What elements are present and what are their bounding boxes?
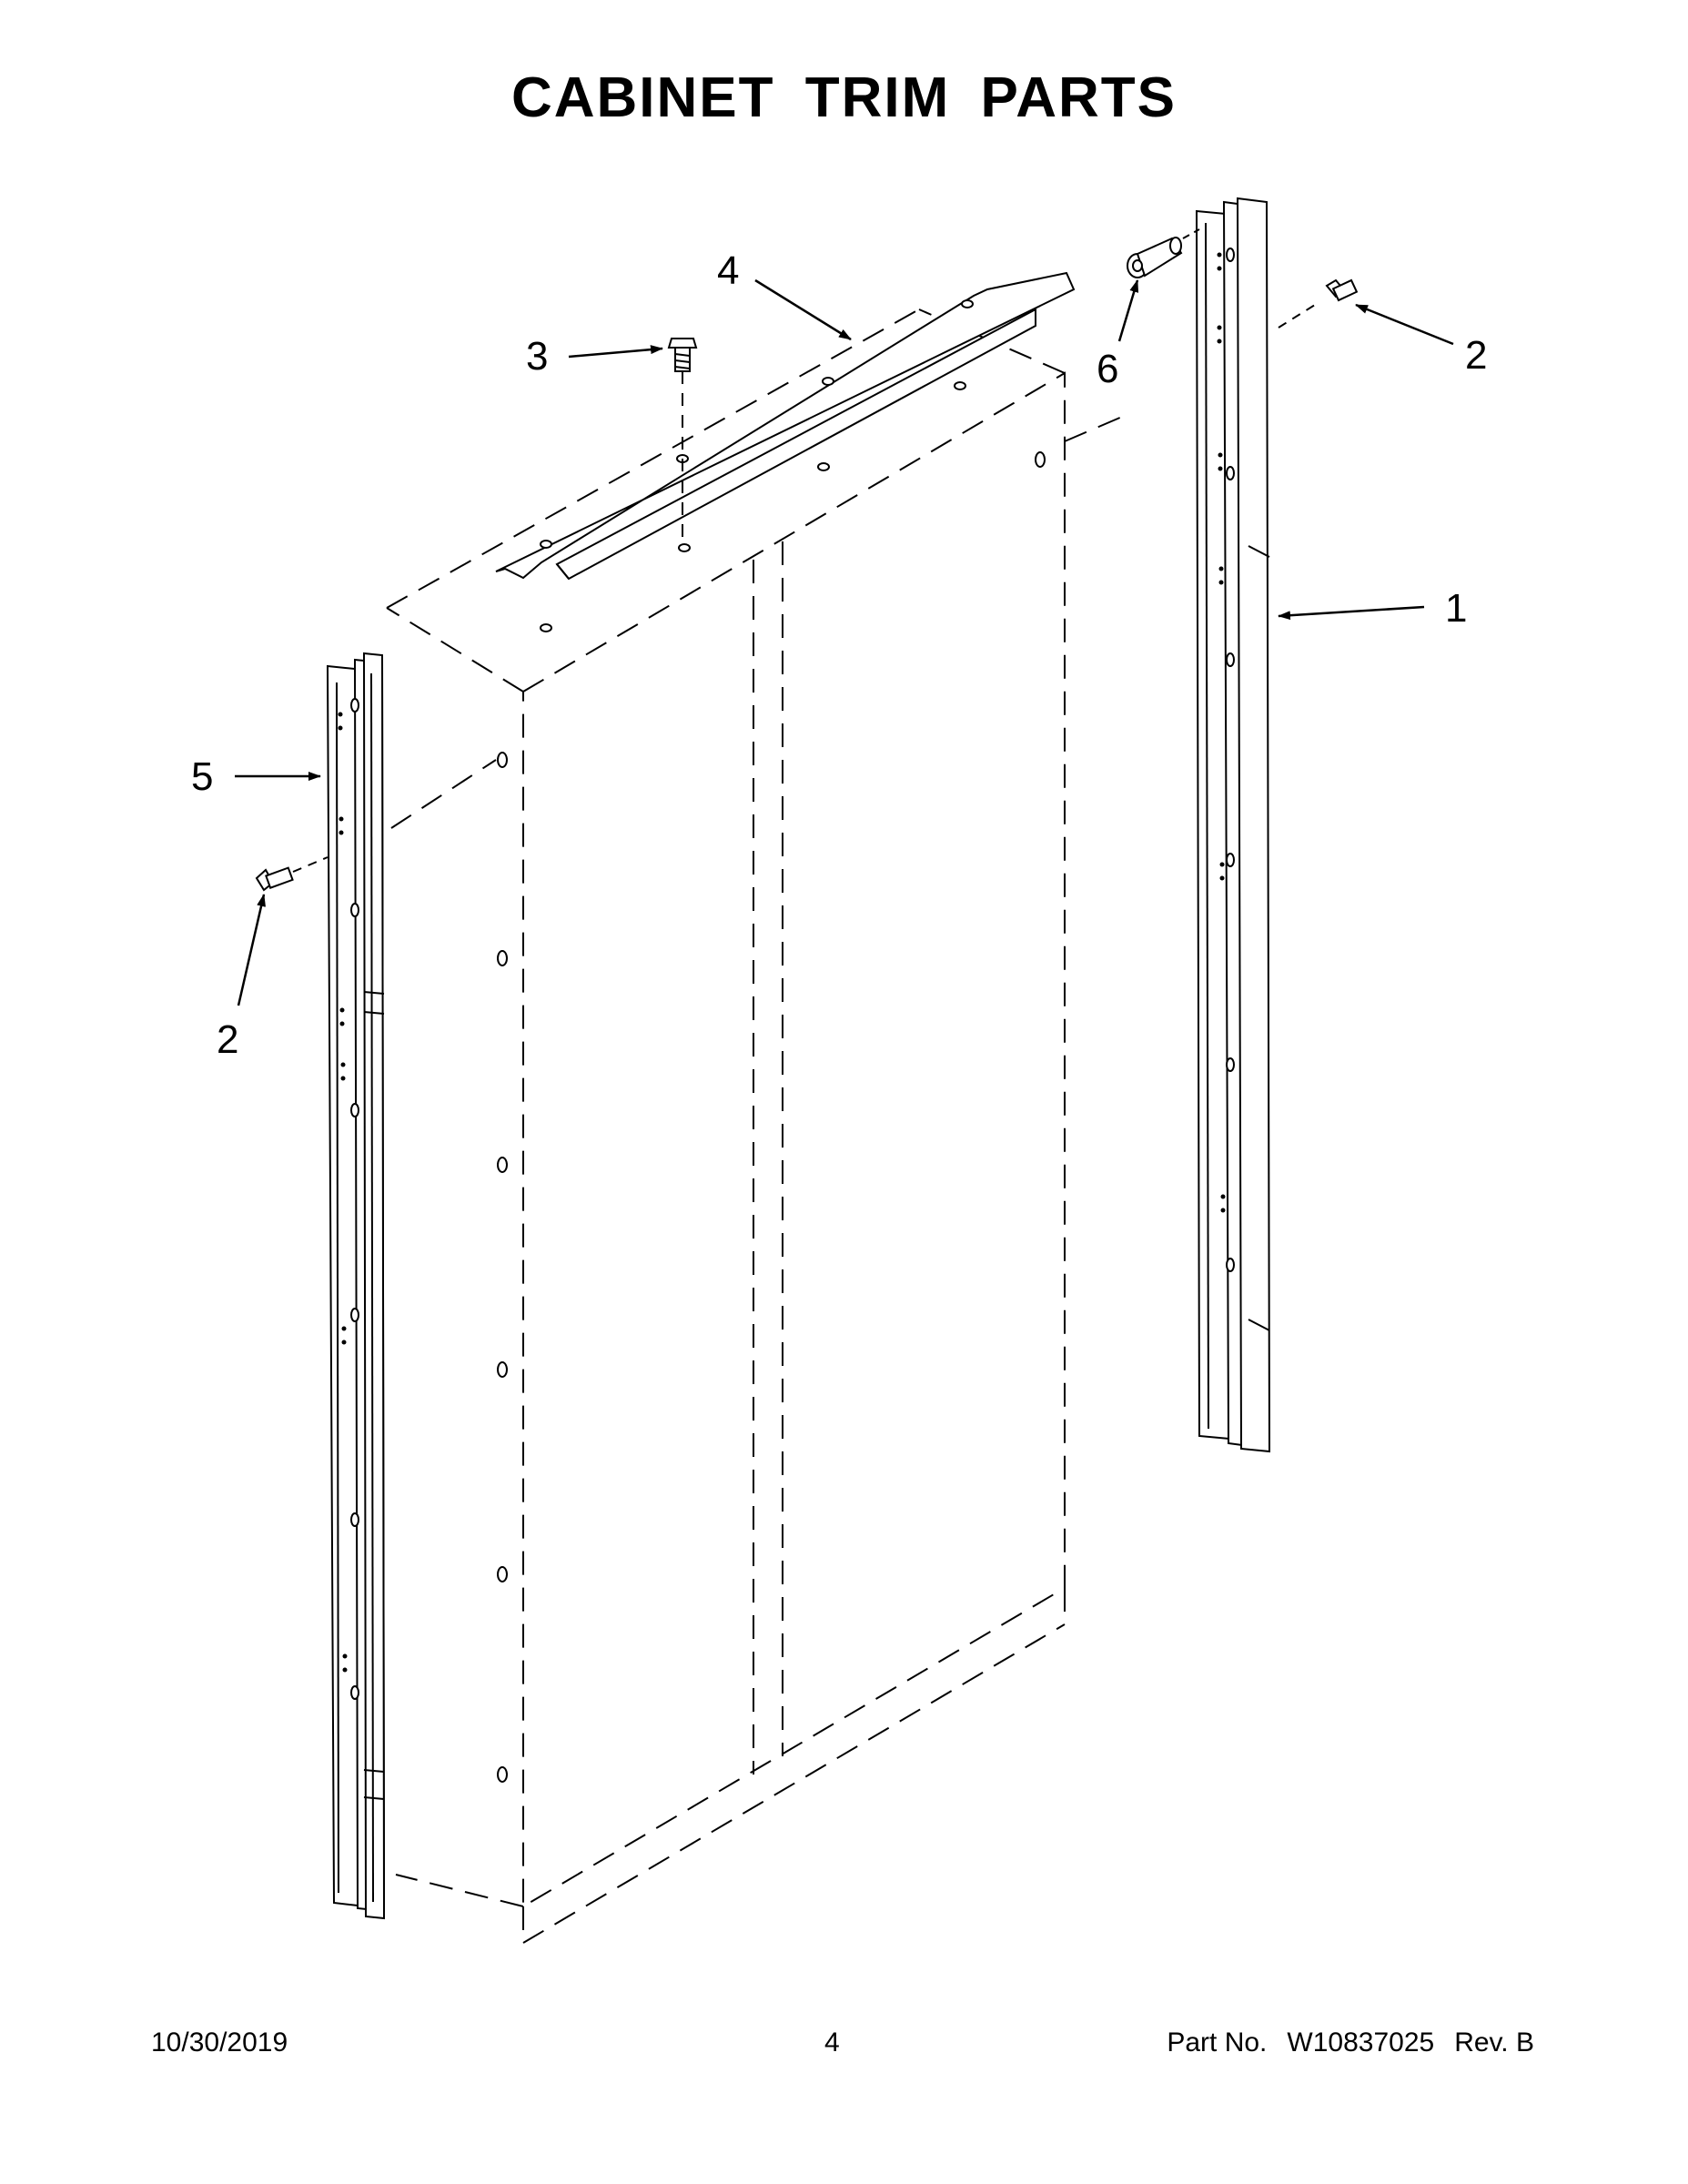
footer-part-info: Part No. W10837025 Rev. B [1167,2027,1534,2058]
callout-6: 6 [1097,347,1118,391]
footer-revision: Rev. B [1454,2027,1534,2058]
top-trim-bracket [495,271,1076,632]
footer-date: 10/30/2019 [151,2027,288,2058]
left-trim-pilot-holes [338,712,348,1673]
right-trim-strip [1195,197,1271,1453]
cabinet-mounting-holes [497,451,1046,1783]
footer-part-label: Part No. [1167,2027,1268,2058]
screw-top-part-3 [667,338,698,372]
screw-left-part-2 [255,866,294,892]
bushing-guide-line [1182,228,1200,239]
leader-arrows [235,278,1454,1006]
callout-3: 3 [526,334,548,379]
arrow-callout-6 [1117,279,1139,342]
footer-part-number: W10837025 [1287,2027,1435,2058]
callout-5: 5 [191,754,213,799]
cabinet-outline [386,308,1129,1944]
page-title: CABINET TRIM PARTS [510,66,1178,129]
arrow-callout-1 [1278,605,1425,621]
callout-2-left: 2 [217,1017,238,1062]
footer-page-number: 4 [824,2027,840,2058]
right-trim-pilot-holes [1217,252,1226,1213]
screw-left-guide-line [292,856,329,873]
callout-4: 4 [717,248,739,293]
left-trim-strip [326,652,386,1920]
callout-1: 1 [1445,586,1467,631]
arrow-callout-2-right [1355,303,1454,346]
screw-right-guide-line [1278,304,1316,329]
screw-right-part-2 [1325,278,1359,302]
arrow-callout-4 [754,278,852,341]
callout-2-right: 2 [1465,333,1487,378]
bushing-part-6 [1127,237,1183,278]
arrow-callout-2-left [237,894,266,1006]
arrow-callout-3 [568,345,663,359]
